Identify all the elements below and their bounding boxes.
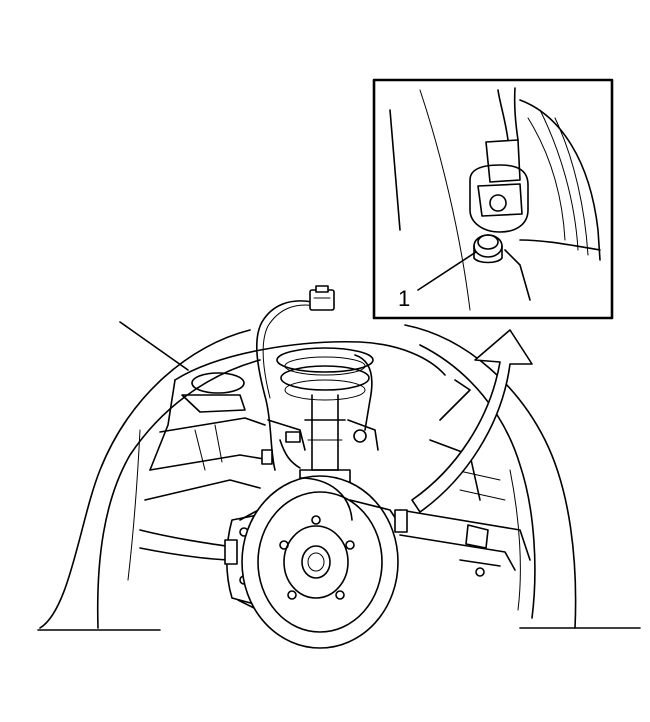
- brake-rotor: [241, 475, 408, 649]
- callout-leader-1: [417, 251, 477, 291]
- curved-arrow-icon: [411, 329, 533, 513]
- wheel-arch: [37, 324, 641, 631]
- wiring-connector: [309, 289, 335, 311]
- callout-label-1: 1: [398, 286, 410, 311]
- sensor-bolt: [473, 234, 503, 258]
- detail-view: 1: [372, 78, 614, 320]
- leader-line-fender-liner: [119, 321, 189, 371]
- strut-assembly: [276, 347, 379, 491]
- sensor-harness: [255, 285, 335, 471]
